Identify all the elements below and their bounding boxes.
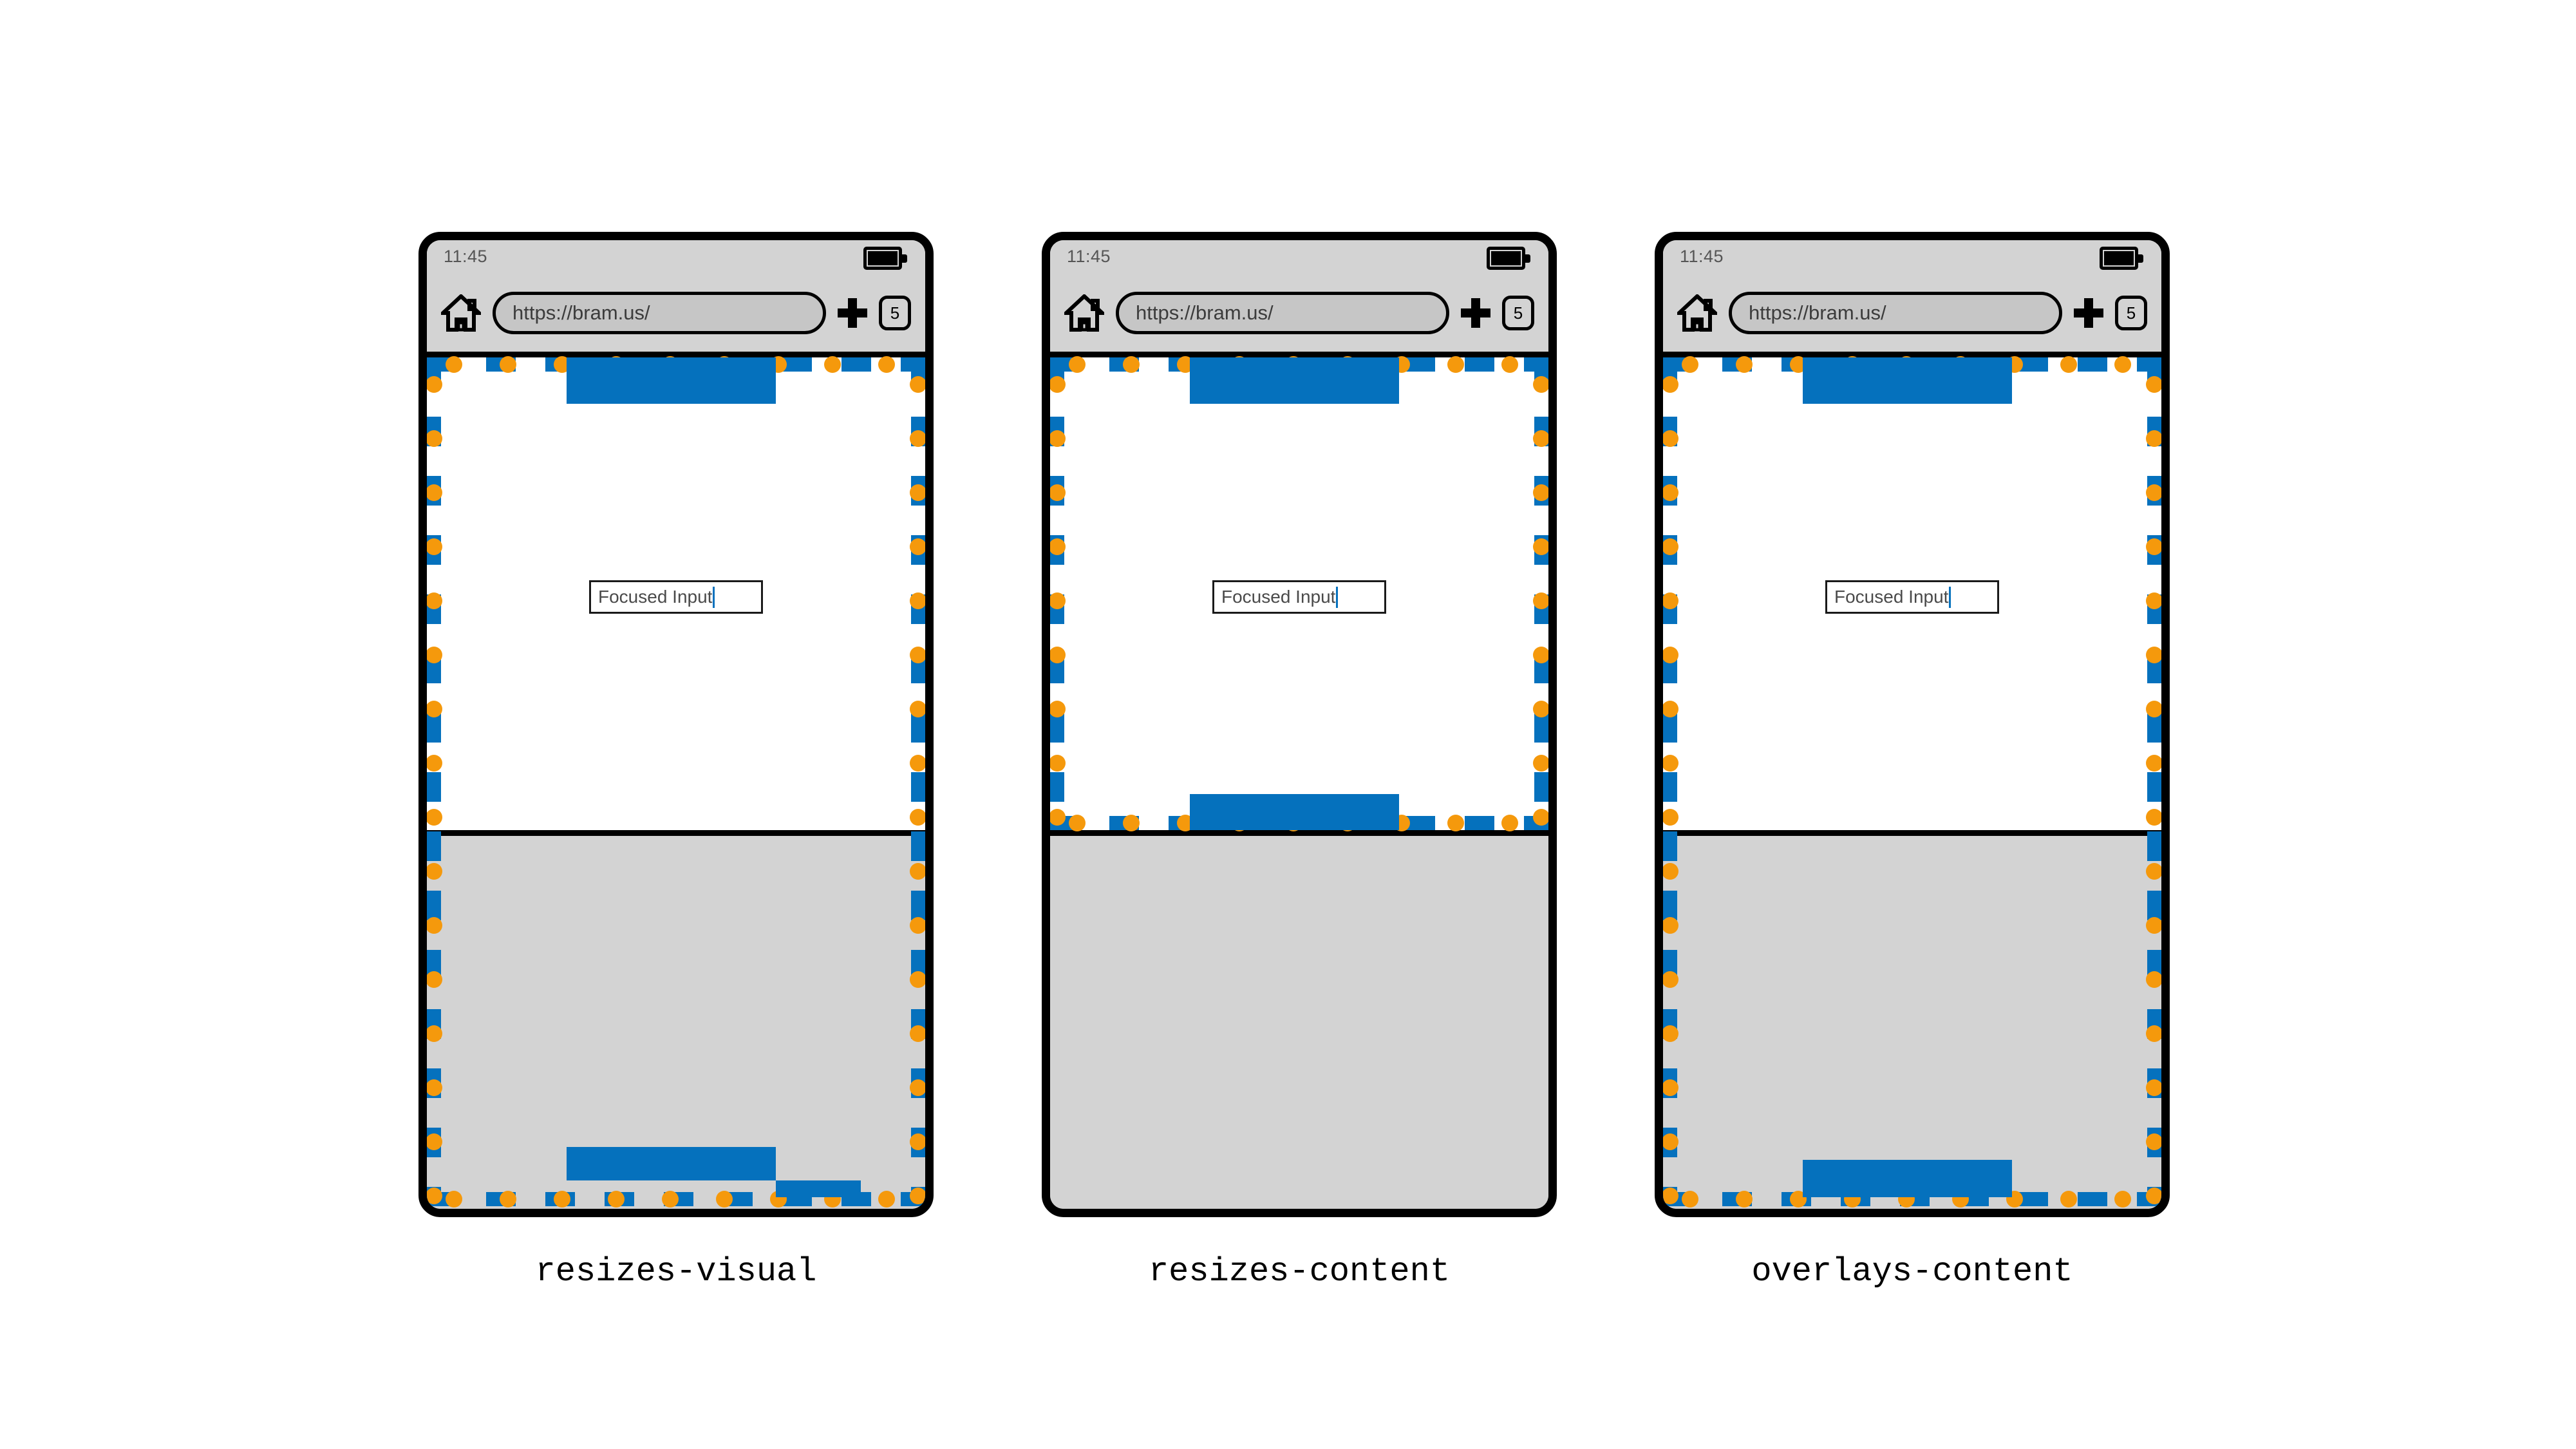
focused-input-field[interactable]: Focused Input xyxy=(1825,580,1999,614)
phone-caption: overlays-content xyxy=(1751,1253,2073,1291)
text-caret xyxy=(1949,586,1951,608)
plus-icon[interactable] xyxy=(1461,298,1490,328)
text-caret xyxy=(713,586,715,608)
home-icon[interactable] xyxy=(1064,294,1104,332)
battery-nub xyxy=(1525,254,1530,263)
virtual-keyboard-area xyxy=(1663,836,2161,1209)
focused-input-value: Focused Input xyxy=(1221,587,1336,607)
battery-nub xyxy=(902,254,907,263)
keyboard-divider xyxy=(1663,830,2161,836)
tab-count-icon[interactable]: 5 xyxy=(2115,296,2147,330)
plus-bar-vertical xyxy=(2084,298,2093,328)
battery-nub xyxy=(2138,254,2143,263)
tab-count-icon[interactable]: 5 xyxy=(879,296,911,330)
phone-caption: resizes-visual xyxy=(535,1253,817,1291)
plus-bar-vertical xyxy=(1471,298,1480,328)
battery-icon xyxy=(1487,247,1530,270)
phone-frame: 11:45 https://bram.us xyxy=(418,232,934,1217)
browser-chrome: 11:45 https://bram.us xyxy=(1663,240,2161,357)
browser-chrome: 11:45 https://bram.us xyxy=(427,240,925,357)
tab-count-label: 5 xyxy=(2126,303,2136,323)
browser-toolbar: https://bram.us/ 5 xyxy=(1050,278,1548,348)
tab-count-label: 5 xyxy=(1513,303,1523,323)
virtual-keyboard-area xyxy=(1050,836,1548,1209)
battery-fill xyxy=(1491,251,1521,265)
virtual-keyboard-area xyxy=(427,836,925,1209)
focused-input-value: Focused Input xyxy=(598,587,713,607)
phone-figure-resizes-content: 11:45 https://bram.us xyxy=(1042,232,1557,1291)
browser-toolbar: https://bram.us/ 5 xyxy=(1663,278,2161,348)
battery-fill xyxy=(2104,251,2134,265)
status-bar-time: 11:45 xyxy=(1680,247,1724,266)
battery-icon xyxy=(863,247,907,270)
focused-input-field[interactable]: Focused Input xyxy=(1212,580,1386,614)
url-bar[interactable]: https://bram.us/ xyxy=(1729,292,2062,334)
url-bar[interactable]: https://bram.us/ xyxy=(493,292,826,334)
tab-count-label: 5 xyxy=(890,303,900,323)
home-icon[interactable] xyxy=(441,294,481,332)
url-text: https://bram.us/ xyxy=(512,301,650,324)
browser-chrome: 11:45 https://bram.us xyxy=(1050,240,1548,357)
phone-frame: 11:45 https://bram.us xyxy=(1042,232,1557,1217)
tab-count-icon[interactable]: 5 xyxy=(1502,296,1534,330)
phone-screen: Focused Input xyxy=(1663,356,2161,1209)
phone-caption: resizes-content xyxy=(1148,1253,1451,1291)
phone-screen: Focused Input xyxy=(427,356,925,1209)
url-text: https://bram.us/ xyxy=(1749,301,1886,324)
url-bar[interactable]: https://bram.us/ xyxy=(1116,292,1449,334)
text-caret xyxy=(1336,586,1339,608)
status-bar-time: 11:45 xyxy=(1067,247,1111,266)
plus-icon[interactable] xyxy=(838,298,867,328)
plus-icon[interactable] xyxy=(2074,298,2103,328)
phone-screen: Focused Input xyxy=(1050,356,1548,1209)
phone-figure-resizes-visual: 11:45 https://bram.us xyxy=(418,232,934,1291)
home-icon[interactable] xyxy=(1677,294,1717,332)
phone-figure-overlays-content: 11:45 https://bram.us xyxy=(1655,232,2170,1291)
browser-toolbar: https://bram.us/ 5 xyxy=(427,278,925,348)
keyboard-divider xyxy=(1050,830,1548,836)
url-text: https://bram.us/ xyxy=(1136,301,1274,324)
status-bar-time: 11:45 xyxy=(444,247,488,266)
phone-frame: 11:45 https://bram.us xyxy=(1655,232,2170,1217)
battery-fill xyxy=(868,251,898,265)
focused-input-value: Focused Input xyxy=(1834,587,1949,607)
focused-input-field[interactable]: Focused Input xyxy=(589,580,763,614)
battery-icon xyxy=(2100,247,2143,270)
keyboard-divider xyxy=(427,830,925,836)
plus-bar-vertical xyxy=(848,298,857,328)
